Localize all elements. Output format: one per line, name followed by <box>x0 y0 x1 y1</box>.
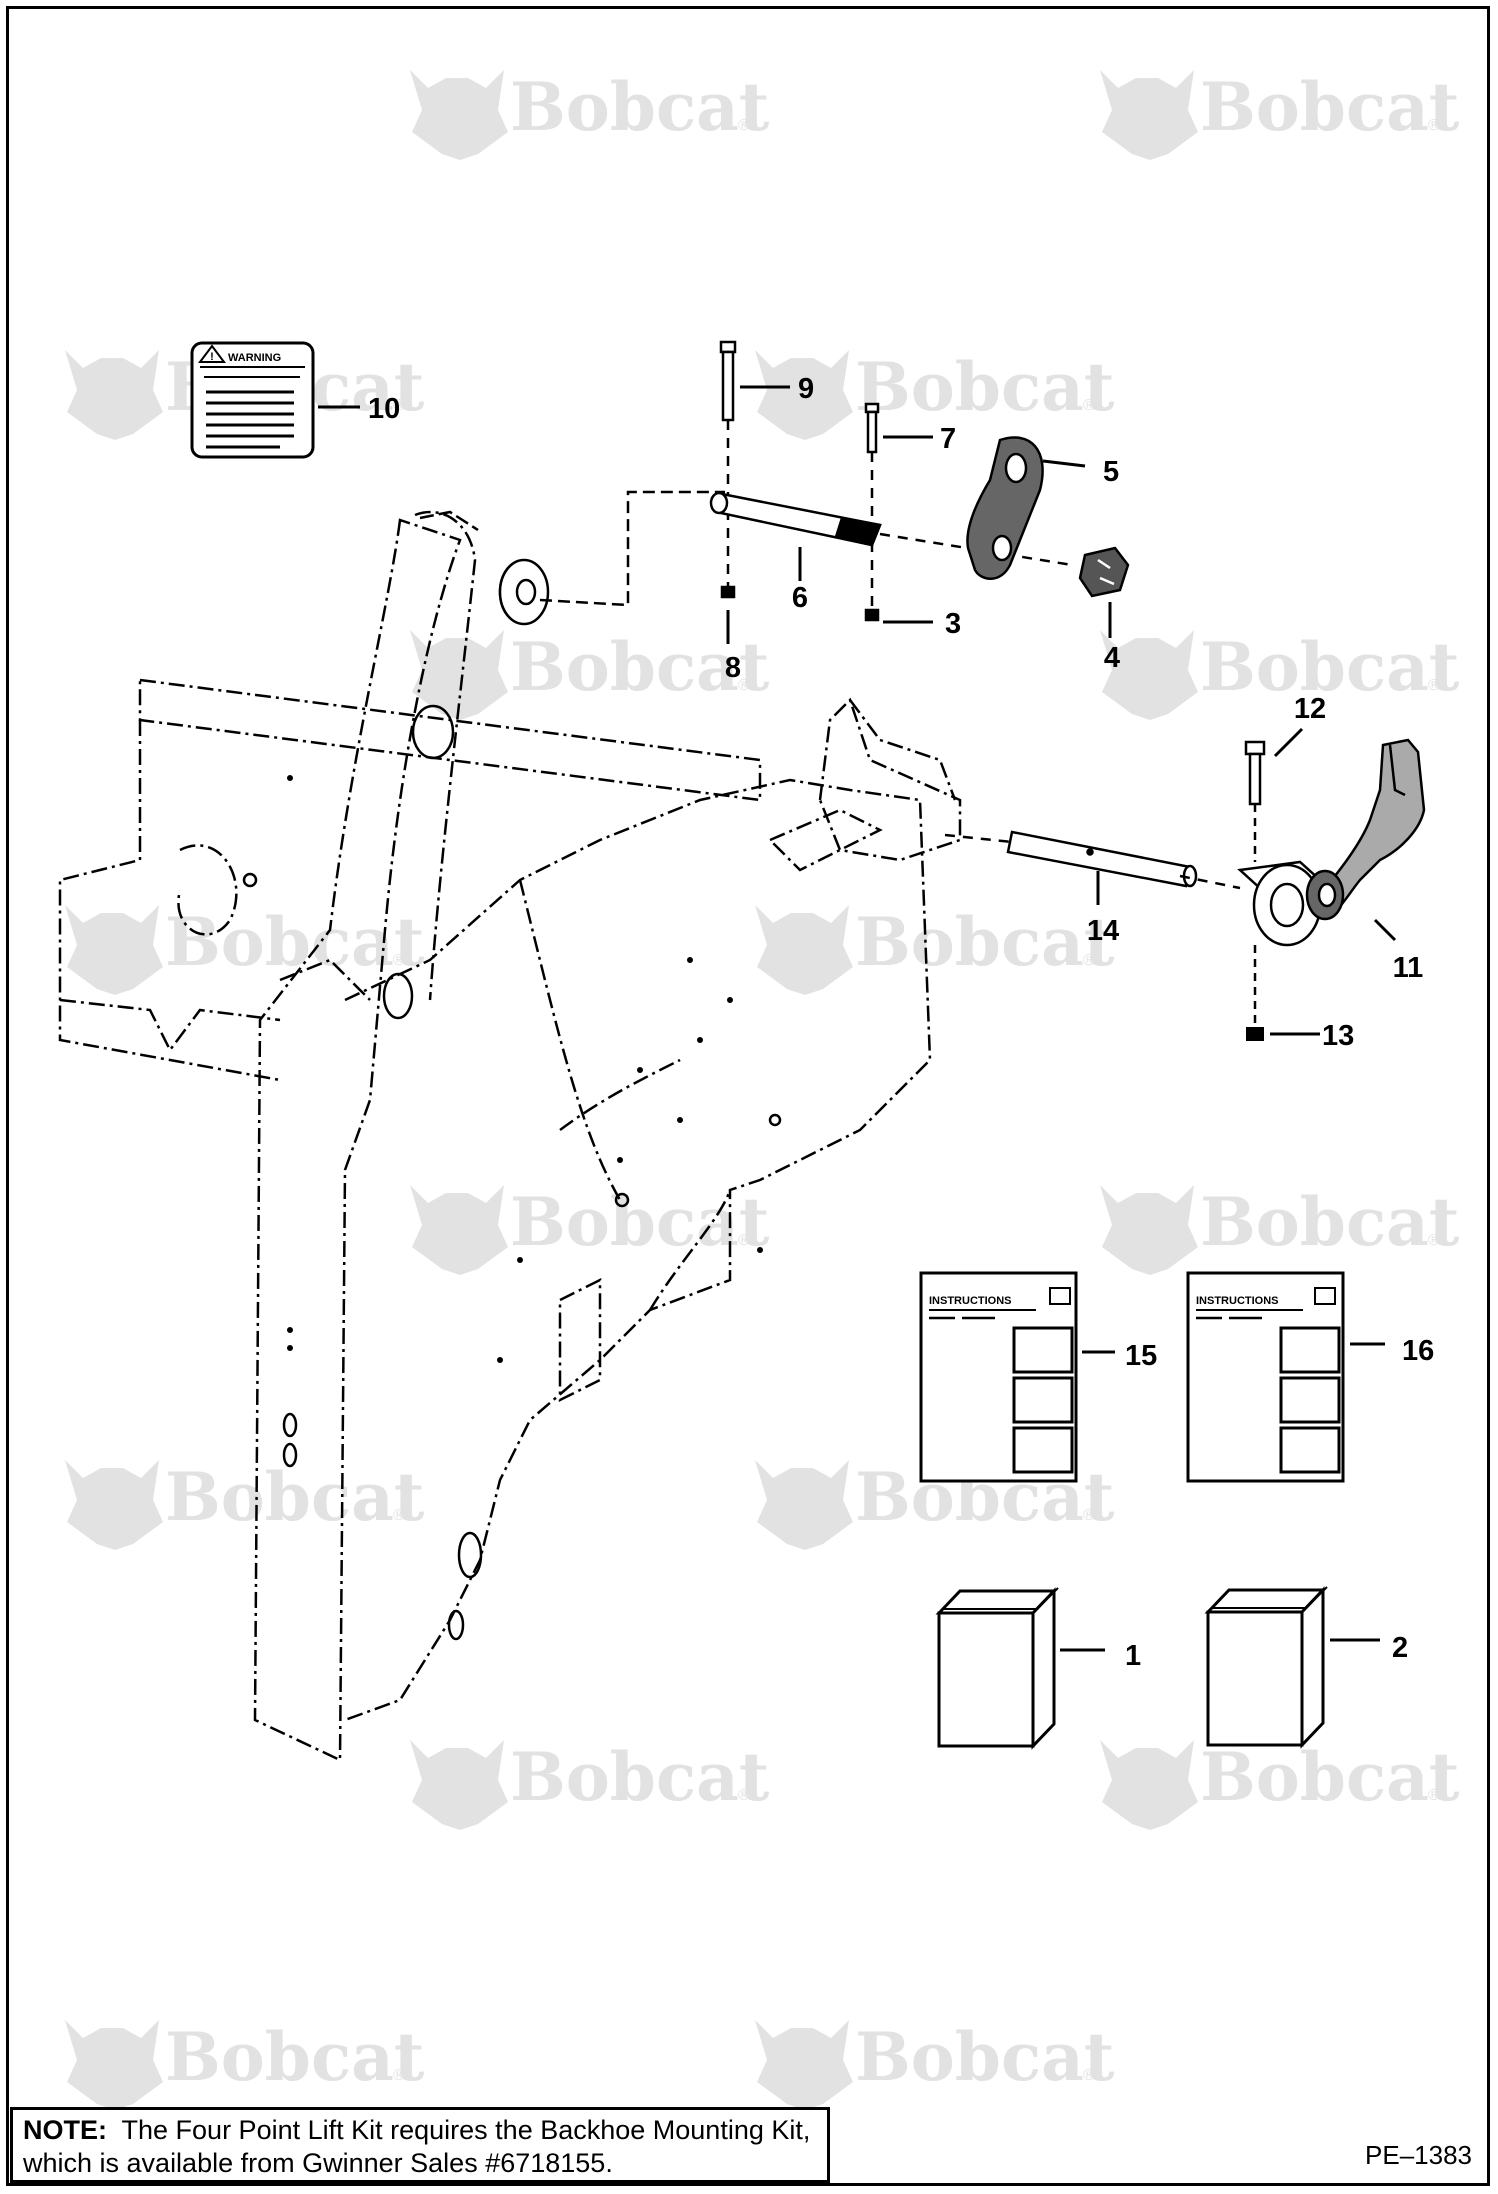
instruction-sheet-16-title: INSTRUCTIONS <box>1196 1295 1279 1307</box>
svg-text:®: ® <box>393 1507 405 1524</box>
note-prefix: NOTE: <box>23 2115 107 2145</box>
box-1 <box>935 1587 1059 1750</box>
watermark-6: Bobcat® <box>410 1738 770 1830</box>
svg-text:®: ® <box>393 952 405 969</box>
callout-6: 6 <box>792 582 808 614</box>
bolt-9 <box>719 340 737 599</box>
warning-decal: ! WARNING <box>190 341 315 459</box>
frame-holes <box>242 560 782 1641</box>
svg-text:®: ® <box>1428 117 1440 134</box>
watermark-10: Bobcat® <box>65 903 425 995</box>
svg-text:Bobcat: Bobcat <box>510 68 770 146</box>
svg-text:Bobcat: Bobcat <box>855 903 1115 981</box>
callout-16: 16 <box>1402 1335 1434 1367</box>
svg-text:®: ® <box>738 677 750 694</box>
callout-14: 14 <box>1087 915 1119 947</box>
callout-3: 3 <box>945 608 961 640</box>
note-text: The Four Point Lift Kit requires the Bac… <box>23 2115 811 2178</box>
watermark-4: Bobcat® <box>410 1183 770 1275</box>
svg-text:®: ® <box>1428 1787 1440 1804</box>
callout-9: 9 <box>798 373 814 405</box>
svg-text:®: ® <box>1083 2067 1095 2084</box>
box-2 <box>1204 1586 1328 1749</box>
castle-nut-4 <box>1078 546 1130 598</box>
svg-text:Bobcat: Bobcat <box>510 1738 770 1816</box>
nut-13 <box>1246 1027 1264 1041</box>
warning-decal-title: WARNING <box>228 352 281 364</box>
drawing-frame <box>6 6 1490 2186</box>
lift-bracket-11 <box>1237 738 1426 1025</box>
svg-text:Bobcat: Bobcat <box>165 903 425 981</box>
svg-text:®: ® <box>738 117 750 134</box>
svg-text:Bobcat: Bobcat <box>1200 628 1460 706</box>
svg-text:®: ® <box>1083 397 1095 414</box>
watermark-12: Bobcat® <box>65 1458 425 1550</box>
instruction-sheet-16: INSTRUCTIONS <box>1186 1271 1345 1483</box>
svg-text:®: ® <box>1083 1507 1095 1524</box>
watermark-15: Bobcat® <box>755 2018 1115 2110</box>
watermark-7: Bobcat® <box>1100 1738 1460 1830</box>
svg-text:®: ® <box>393 397 405 414</box>
loader-frame <box>58 510 962 1762</box>
callout-numbers: 9 7 5 6 8 3 4 10 12 11 13 14 15 16 1 2 <box>368 373 1434 1672</box>
watermark-9: Bobcat® <box>755 348 1115 440</box>
svg-text:Bobcat: Bobcat <box>855 348 1115 426</box>
watermark-14: Bobcat® <box>65 2018 425 2110</box>
callout-2: 2 <box>1392 1632 1408 1664</box>
instruction-sheet-15-title: INSTRUCTIONS <box>929 1295 1012 1307</box>
instruction-sheet-15: INSTRUCTIONS <box>919 1271 1078 1483</box>
callout-15: 15 <box>1125 1340 1157 1372</box>
watermark-1: Bobcat® <box>1100 68 1460 160</box>
watermark-11: Bobcat® <box>755 903 1115 995</box>
svg-text:®: ® <box>1428 1232 1440 1249</box>
frame-bolt-dots <box>287 775 763 1363</box>
svg-text:Bobcat: Bobcat <box>1200 68 1460 146</box>
callout-4: 4 <box>1104 642 1120 674</box>
lower-pin-14 <box>944 830 1241 890</box>
watermark-0: Bobcat® <box>410 68 770 160</box>
callout-7: 7 <box>940 423 956 455</box>
svg-text:®: ® <box>393 2067 405 2084</box>
svg-text:!: ! <box>210 351 214 363</box>
drawing-number: PE–1383 <box>1365 2140 1472 2170</box>
svg-text:®: ® <box>738 1232 750 1249</box>
svg-text:Bobcat: Bobcat <box>165 2018 425 2096</box>
svg-text:®: ® <box>738 1787 750 1804</box>
svg-text:®: ® <box>1083 952 1095 969</box>
svg-text:Bobcat: Bobcat <box>1200 1183 1460 1261</box>
callout-12: 12 <box>1294 693 1326 725</box>
callout-leaders <box>318 385 1397 1652</box>
callout-1: 1 <box>1125 1640 1141 1672</box>
callout-8: 8 <box>725 652 741 684</box>
watermark-2: Bobcat® <box>410 628 770 720</box>
bolt-12 <box>1244 740 1266 862</box>
upper-pivot <box>419 490 725 626</box>
callout-11: 11 <box>1393 952 1424 984</box>
svg-text:Bobcat: Bobcat <box>165 1458 425 1536</box>
callout-5: 5 <box>1103 456 1119 488</box>
footnote-box: NOTE: The Four Point Lift Kit requires t… <box>10 2107 830 2183</box>
watermark-5: Bobcat® <box>1100 1183 1460 1275</box>
watermark-3: Bobcat® <box>1100 628 1460 720</box>
callout-13: 13 <box>1322 1020 1354 1052</box>
svg-text:®: ® <box>1428 677 1440 694</box>
svg-text:Bobcat: Bobcat <box>855 2018 1115 2096</box>
pin-7 <box>864 402 880 622</box>
callout-10: 10 <box>368 393 400 425</box>
lock-plate-5 <box>966 436 1044 580</box>
svg-text:Bobcat: Bobcat <box>1200 1738 1460 1816</box>
